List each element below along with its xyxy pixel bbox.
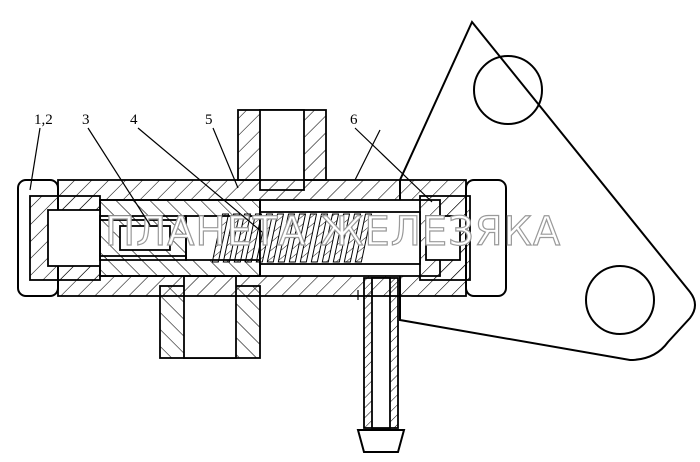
callout-3: 3 [82,112,90,128]
piston [99,215,187,261]
spring-coil [299,213,318,263]
spring-coil [343,213,362,263]
bracket-hole-top [473,55,543,125]
spring-coil [321,213,340,263]
end-cap-left [17,179,101,297]
end-cap-right [419,179,507,297]
spring-coil [332,213,351,263]
watermark: ПЛАНЕТА ЖЕЛЕЗЯКА [105,209,561,255]
spring-coil [288,213,307,263]
upper-port-fitting [237,109,327,191]
callout-5: 5 [205,112,213,128]
spring-coil [233,213,252,263]
spring-coil [266,213,285,263]
drain-tube [356,277,406,453]
spring-coil [244,213,263,263]
spring-coil [211,213,230,263]
callout-4: 4 [130,112,138,128]
callout-6: 6 [350,112,358,128]
spring-coil [222,213,241,263]
spring [211,211,421,265]
callout-1-2: 1,2 [34,112,53,128]
bracket-hole-bottom [585,265,655,335]
spring-coil [354,213,373,263]
leader-lines [29,127,433,233]
spring-coil [310,213,329,263]
spring-coil [277,213,296,263]
spring-coil [255,213,274,263]
mounting-bracket [399,20,696,362]
